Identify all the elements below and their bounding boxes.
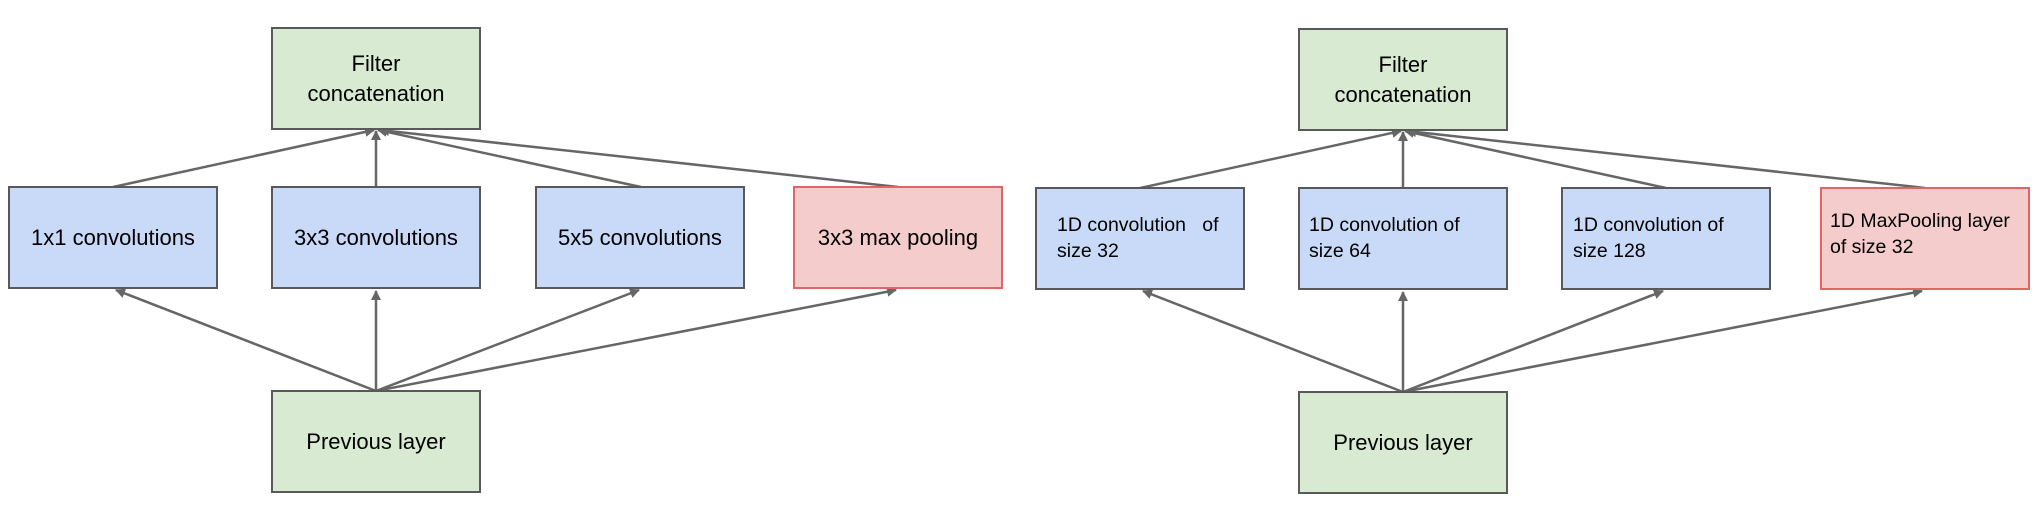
edge-right-conv32-to-concat [1139, 128, 1402, 190]
left-conv-1x1-node: 1x1 convolutions [8, 186, 218, 289]
right-max-pool-node: 1D MaxPooling layer of size 32 [1820, 187, 2030, 290]
right-previous-layer-node: Previous layer [1298, 391, 1508, 494]
right-conv-32-label: 1D convolution of size 32 [1057, 213, 1219, 262]
left-previous-layer-node: Previous layer [271, 390, 481, 493]
right-filter-concatenation-node: Filter concatenation [1298, 28, 1508, 131]
right-filter-concatenation-label: Filter concatenation [1334, 51, 1472, 107]
left-filter-concatenation-node: Filter concatenation [271, 27, 481, 130]
left-conv-1x1-label: 1x1 convolutions [31, 224, 195, 250]
left-conv-5x5-label: 5x5 convolutions [558, 224, 722, 250]
right-max-pool-label: 1D MaxPooling layer of size 32 [1830, 210, 2010, 258]
edge-left-5x5-to-concat [377, 127, 642, 189]
edge-right-prev-to-pool [1402, 287, 1923, 394]
edge-right-conv128-to-concat [1404, 128, 1667, 190]
left-conv-5x5-node: 5x5 convolutions [535, 186, 745, 289]
right-conv-64-node: 1D convolution of size 64 [1298, 187, 1508, 290]
right-conv-128-node: 1D convolution of size 128 [1561, 187, 1771, 290]
left-filter-concatenation-label: Filter concatenation [307, 50, 445, 106]
right-previous-layer-label: Previous layer [1333, 429, 1473, 455]
left-max-pool-label: 3x3 max pooling [817, 224, 979, 250]
right-conv-128-label: 1D convolution of size 128 [1573, 213, 1724, 262]
edge-left-1x1-to-concat [112, 127, 375, 189]
right-conv-64-label: 1D convolution of size 64 [1309, 213, 1460, 262]
edge-left-prev-to-1x1 [115, 288, 377, 393]
edge-left-prev-to-pool [375, 286, 897, 393]
left-previous-layer-label: Previous layer [306, 428, 446, 454]
left-conv-3x3-node: 3x3 convolutions [271, 186, 481, 289]
left-conv-3x3-label: 3x3 convolutions [294, 224, 458, 250]
edge-left-pool-to-concat [379, 126, 899, 189]
edge-left-prev-to-5x5 [375, 288, 640, 393]
edge-right-pool-to-concat [1406, 127, 1926, 190]
left-max-pool-node: 3x3 max pooling [793, 186, 1003, 289]
edge-right-prev-to-conv32 [1142, 289, 1404, 394]
edge-right-prev-to-conv128 [1402, 289, 1664, 394]
right-conv-32-node: 1D convolution of size 32 [1035, 187, 1245, 290]
